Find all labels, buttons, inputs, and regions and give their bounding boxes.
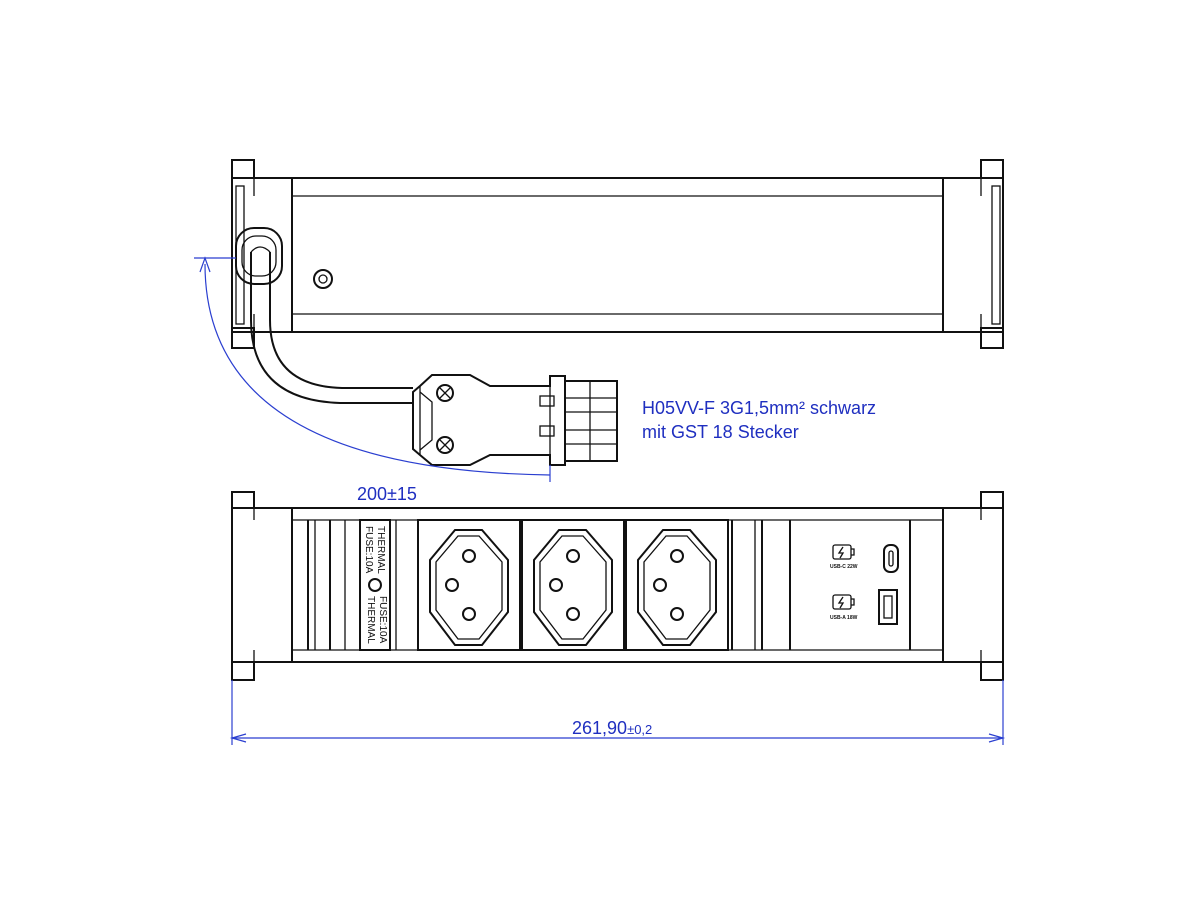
socket-2 bbox=[521, 519, 625, 651]
power-cable bbox=[250, 246, 413, 404]
socket-pin-icon bbox=[462, 549, 476, 563]
blank-module-left bbox=[307, 520, 346, 650]
thermal-top-line2: FUSE:10A bbox=[363, 526, 374, 574]
connector-screw-icon bbox=[436, 384, 454, 402]
socket-3 bbox=[625, 519, 729, 651]
thermal-fuse-button-icon bbox=[368, 578, 382, 592]
top-body bbox=[291, 177, 944, 333]
connector-screw-icon bbox=[436, 436, 454, 454]
gst18-connector bbox=[412, 374, 618, 466]
thermal-bottom-line1: THERMAL bbox=[365, 596, 376, 644]
socket-1 bbox=[417, 519, 521, 651]
socket-pin-icon bbox=[445, 578, 459, 592]
top-right-end-cap bbox=[942, 159, 1004, 349]
usb-c-charge-icon bbox=[832, 544, 852, 560]
cable-spec-line1: H05VV-F 3G1,5mm² schwarz bbox=[642, 398, 876, 418]
socket-pin-icon bbox=[462, 607, 476, 621]
overall-length-label: 261,90±0,2 bbox=[572, 718, 652, 738]
usb-module: USB-C 22W USB-A 18W bbox=[830, 520, 911, 650]
usb-c-label: USB-C 22W bbox=[830, 564, 858, 570]
top-view: 200±15 H05VV-F 3G1,5mm² schwarz mit GST … bbox=[194, 159, 1004, 504]
screw-hole-icon bbox=[313, 269, 333, 289]
front-right-end-cap bbox=[942, 491, 1004, 681]
socket-pin-icon bbox=[670, 549, 684, 563]
socket-pin-icon bbox=[566, 549, 580, 563]
overall-length-value: 261,90 bbox=[572, 718, 627, 738]
cable-length-dimension bbox=[194, 256, 551, 482]
cable-gland bbox=[235, 227, 283, 285]
cable-spec-line2: mit GST 18 Stecker bbox=[642, 422, 799, 442]
front-left-end-cap bbox=[231, 491, 293, 681]
blank-module-right bbox=[731, 520, 791, 650]
socket-pin-icon bbox=[653, 578, 667, 592]
socket-pin-icon bbox=[566, 607, 580, 621]
usb-c-port bbox=[883, 544, 899, 573]
socket-pin-icon bbox=[549, 578, 563, 592]
front-view: THERMAL FUSE:10A THERMAL FUSE:10A bbox=[229, 491, 1006, 745]
thermal-fuse-module: THERMAL FUSE:10A THERMAL FUSE:10A bbox=[359, 519, 397, 651]
socket-pin-icon bbox=[670, 607, 684, 621]
cable-length-label: 200±15 bbox=[357, 484, 417, 504]
usb-a-charge-icon bbox=[832, 594, 852, 610]
usb-a-port bbox=[878, 589, 898, 625]
thermal-top-line1: THERMAL bbox=[375, 526, 386, 574]
usb-a-label: USB-A 18W bbox=[830, 615, 858, 621]
thermal-bottom-line2: FUSE:10A bbox=[377, 596, 388, 644]
overall-length-tolerance: ±0,2 bbox=[627, 722, 652, 737]
overall-length-dimension bbox=[229, 680, 1006, 745]
